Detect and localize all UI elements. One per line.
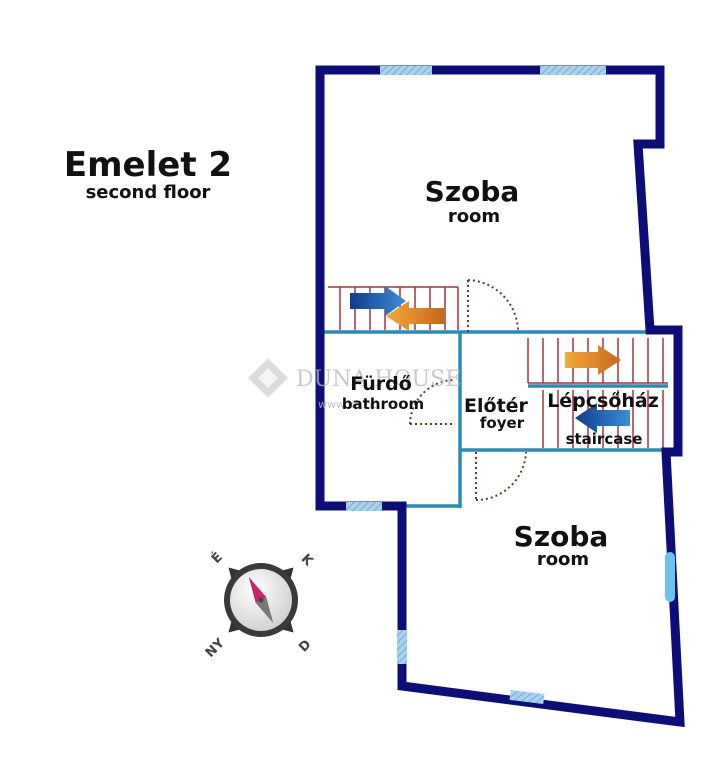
- room-bottom-name: Szoba: [514, 520, 609, 553]
- window: [380, 66, 432, 75]
- room-top-name: Szoba: [425, 175, 520, 208]
- windows: [346, 66, 675, 705]
- window: [397, 630, 407, 664]
- window: [509, 689, 545, 705]
- arrow-left-icon: [386, 301, 444, 331]
- duna-house-logo-icon: [248, 358, 288, 398]
- inner-walls: [324, 330, 678, 508]
- outer-walls: [315, 65, 685, 728]
- window: [346, 502, 382, 511]
- compass-needle-icon: [248, 577, 274, 623]
- watermark-brand: DUNA HOUSE: [296, 367, 461, 392]
- staircase-name: Lépcsőház: [547, 390, 659, 412]
- arrow-right-icon: [565, 345, 621, 375]
- arrow-right-icon: [350, 286, 406, 316]
- compass-north-label: É: [208, 549, 226, 567]
- upper-stair-arrows: [350, 286, 444, 331]
- door-swings: [409, 279, 527, 502]
- watermark-url: www.dh.hu: [318, 398, 379, 411]
- floor-title: Emelet 2: [64, 145, 232, 185]
- bathroom-name: Fürdő: [350, 373, 412, 395]
- staircase-name-en: staircase: [566, 430, 643, 448]
- compass-west-label: NY: [203, 635, 228, 660]
- compass-south-label: D: [296, 637, 314, 655]
- window: [540, 66, 606, 75]
- foyer-name: Előtér: [464, 395, 529, 417]
- arrow-left-icon: [575, 403, 630, 433]
- compass-east-label: K: [298, 551, 316, 569]
- window: [665, 552, 675, 602]
- floor-subtitle: second floor: [86, 182, 211, 203]
- foyer-name-en: foyer: [480, 414, 525, 432]
- compass: É K D NY: [203, 549, 316, 661]
- room-top-name-en: room: [448, 206, 500, 227]
- bathroom-name-en: bathroom: [342, 395, 424, 413]
- room-bottom-name-en: room: [537, 549, 589, 570]
- staircase-arrows: [565, 345, 630, 433]
